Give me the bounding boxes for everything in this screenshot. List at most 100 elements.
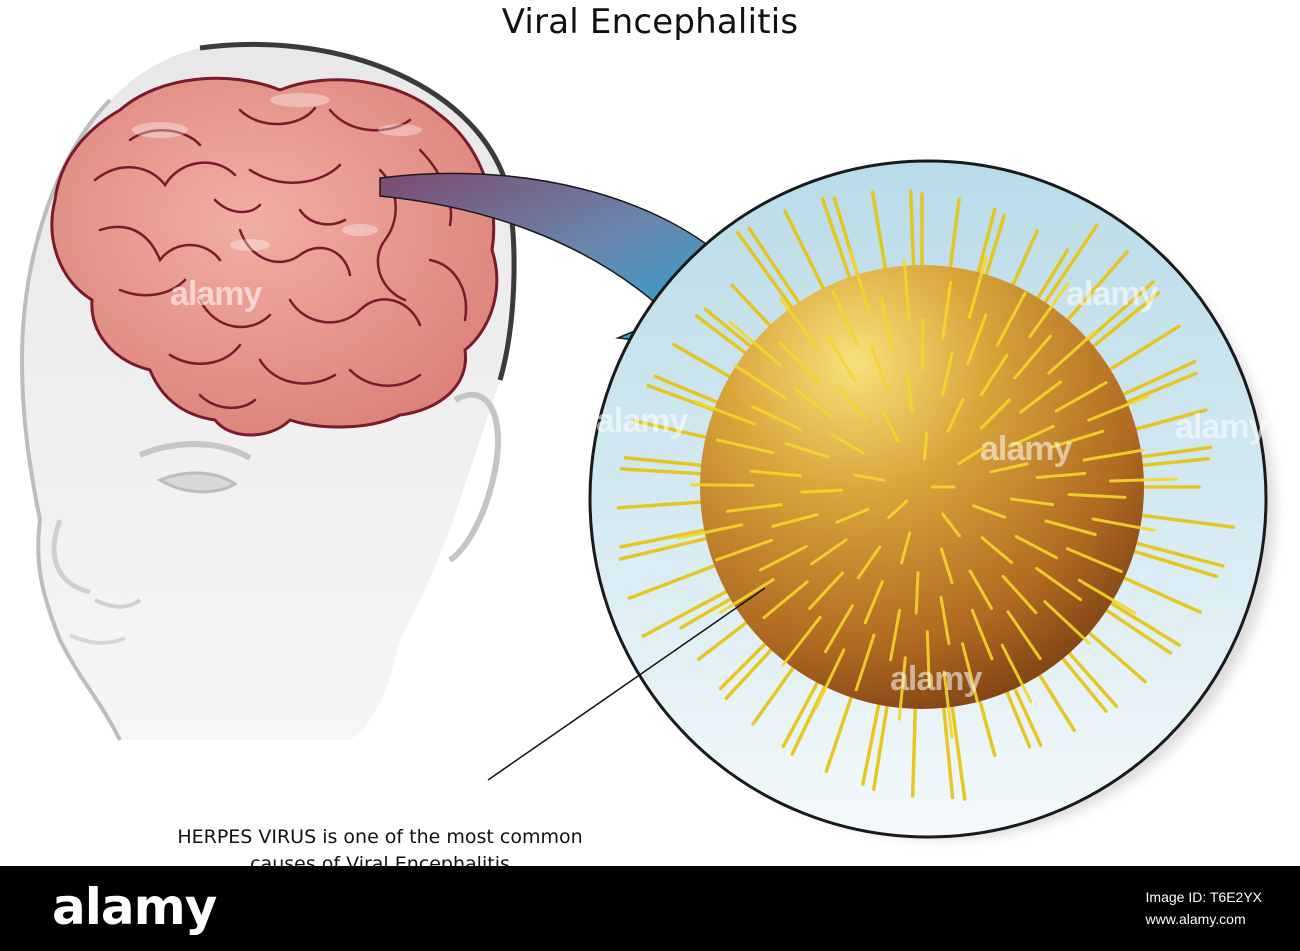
virus-spike <box>979 398 1011 430</box>
virus-spike <box>784 442 830 459</box>
virus-spike <box>824 604 854 654</box>
virus-spike <box>733 364 787 400</box>
virus-spike <box>1000 643 1033 703</box>
virus-spike <box>1044 519 1097 536</box>
image-id: Image ID: T6E2YX <box>1145 889 1262 905</box>
virus-spike <box>863 580 884 625</box>
virus-spike <box>905 372 914 414</box>
virus-spike <box>980 536 1014 564</box>
virus-spike <box>968 569 993 610</box>
virus-spike <box>718 578 775 615</box>
virus-spike <box>793 386 834 419</box>
virus-spike <box>1077 578 1137 615</box>
virus-spike <box>830 433 865 455</box>
virus-spike <box>989 462 1029 474</box>
virus-spike <box>751 405 802 431</box>
watermark: alamy <box>1066 275 1158 313</box>
virus-spike <box>825 335 856 381</box>
virus-spike <box>922 431 929 461</box>
virus-spike <box>800 488 843 494</box>
virus-spike <box>980 353 1009 396</box>
watermark: alamy <box>1175 408 1267 446</box>
virus-spike <box>1028 282 1070 338</box>
footer-bar: alamy Image ID: T6E2YX www.alamy.com <box>0 866 1300 951</box>
virus-spike <box>808 571 844 610</box>
virus-spike <box>810 538 848 566</box>
watermark: alamy <box>596 402 688 440</box>
virus-spike <box>849 249 871 315</box>
virus-spike <box>889 608 902 662</box>
virus-spike <box>1009 497 1055 507</box>
virus-spike <box>1043 600 1091 645</box>
caption-line-1: HERPES VIRUS is one of the most common <box>177 826 583 848</box>
virus-spike <box>967 255 988 319</box>
watermark: alamy <box>170 275 262 313</box>
virus-spike <box>961 642 979 703</box>
virus-spike <box>1091 517 1156 532</box>
virus-spike <box>690 483 755 487</box>
virus-spike <box>972 504 1007 519</box>
virus-spike <box>941 512 961 538</box>
virus-spike <box>814 648 846 710</box>
virus-spike <box>1019 380 1062 414</box>
virus-spike <box>853 473 886 482</box>
virus-spike <box>831 290 859 346</box>
virus-spike <box>762 580 809 620</box>
virus-spike <box>882 411 900 443</box>
virus-spike <box>914 571 920 615</box>
virus-spike <box>759 544 808 572</box>
caption-pointer-line <box>487 587 766 781</box>
virus-spike <box>694 400 757 426</box>
virus-spike <box>1014 535 1058 560</box>
virus-spike <box>781 615 822 667</box>
virus-spike <box>897 656 907 721</box>
virus-spike <box>1108 477 1178 483</box>
virus-spike <box>957 446 986 466</box>
virus-spike <box>900 531 912 565</box>
virus-spike <box>676 523 744 540</box>
virus-spike <box>725 503 783 513</box>
virus-spike <box>942 670 954 739</box>
virus-spike <box>939 595 951 646</box>
virus-spike <box>1050 429 1105 449</box>
virus-spike <box>939 547 954 585</box>
virus-spike <box>1006 610 1042 661</box>
virus-spike <box>869 344 889 391</box>
virus-spike <box>880 297 895 353</box>
brain <box>50 76 499 437</box>
page-title: Viral Encephalitis <box>501 2 799 42</box>
virus-spike <box>925 630 931 689</box>
virus-spike <box>728 320 782 367</box>
virus-spike <box>837 386 868 421</box>
virus-spike <box>970 608 994 661</box>
virus-spike <box>1001 574 1038 615</box>
virus-spike <box>946 398 965 433</box>
virus-spike <box>995 291 1027 347</box>
virus-spike <box>1035 472 1087 479</box>
virus-spike <box>1035 566 1083 602</box>
virus-spike <box>1067 493 1127 499</box>
virus-spike <box>779 297 820 351</box>
virus-spike <box>941 280 953 340</box>
virus-spike <box>1054 381 1108 413</box>
alamy-logo: alamy <box>52 878 217 936</box>
virus-spike <box>715 438 775 455</box>
virus-spike <box>1047 330 1096 375</box>
virus-spike <box>779 341 821 385</box>
virus-spike <box>771 513 819 528</box>
watermark: alamy <box>980 430 1072 468</box>
virus-spike <box>887 499 909 519</box>
virus-spike <box>856 545 882 580</box>
virus-spike <box>966 313 988 366</box>
virus-spike <box>1082 448 1145 462</box>
virus-spike <box>1013 334 1052 380</box>
virus-spike <box>941 351 954 397</box>
virus-spike <box>1011 424 1055 447</box>
virus-spike <box>1066 547 1123 573</box>
watermark: alamy <box>890 660 982 698</box>
virus-spike <box>854 633 876 692</box>
herpes-virus <box>616 189 1236 801</box>
virus-spike <box>1087 394 1150 422</box>
virus-spike <box>902 258 911 323</box>
